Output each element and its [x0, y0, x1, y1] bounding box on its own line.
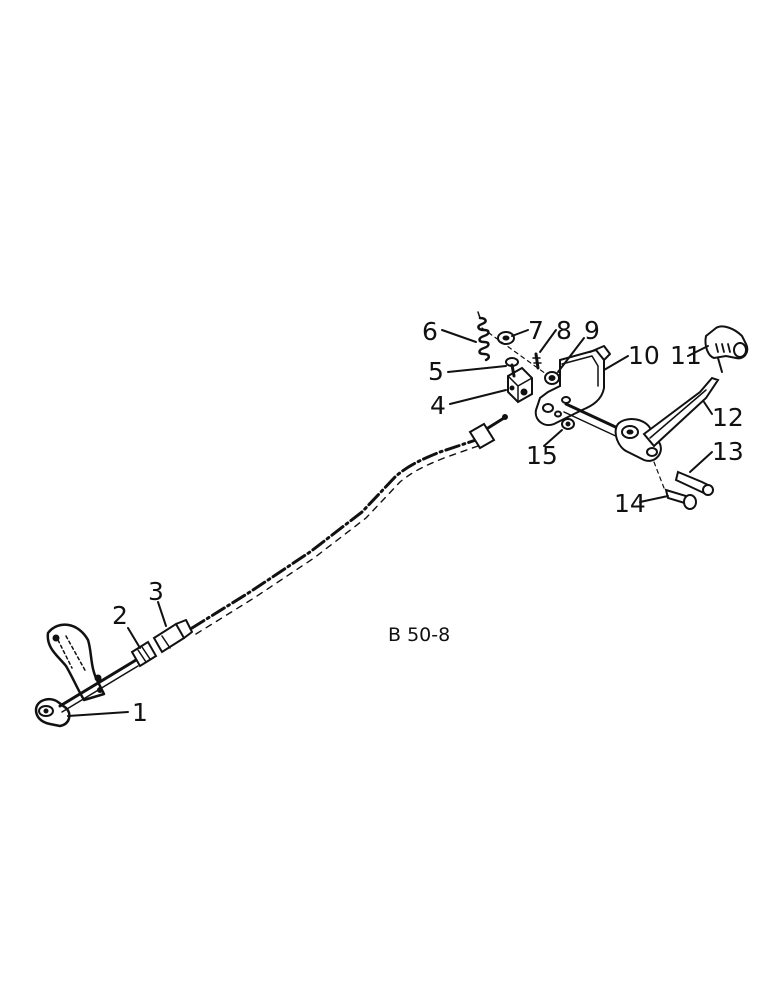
leader-11	[687, 345, 709, 357]
callout-12: 12	[712, 403, 744, 432]
callout-11: 11	[670, 341, 702, 370]
part-9-nut	[544, 371, 560, 385]
leader-10	[603, 355, 629, 371]
leader-12	[703, 401, 713, 415]
part-12-pedal-arm	[614, 376, 720, 462]
part-11-pedal-pad	[704, 325, 749, 373]
part-4-clamp-block	[507, 366, 533, 404]
leader-13	[689, 451, 713, 473]
drawing-code: B 50-8	[388, 624, 450, 646]
upper-cable-ferrule	[468, 414, 508, 450]
callout-7: 7	[528, 316, 544, 345]
leader-lines	[67, 329, 713, 717]
part-2-ferrule	[130, 640, 158, 668]
callout-6: 6	[422, 317, 438, 346]
leader-14	[639, 495, 669, 503]
part-8-pin	[532, 352, 542, 370]
leader-2	[127, 627, 141, 649]
callout-9: 9	[584, 316, 600, 345]
leader-3	[157, 601, 167, 627]
lower-bracket	[46, 623, 106, 702]
callout-14: 14	[614, 489, 646, 518]
callout-2: 2	[112, 601, 128, 630]
part-15-nut	[561, 418, 575, 430]
leader-1	[67, 711, 129, 717]
callout-labels: 1 2 3 4 5 6 7 8 9 10 11 12 13 14 15	[112, 316, 744, 727]
leader-4	[449, 389, 507, 405]
leader-7	[511, 329, 529, 337]
leader-9	[557, 337, 585, 373]
leader-15	[543, 429, 563, 447]
callout-4: 4	[430, 391, 446, 420]
leader-8	[539, 329, 557, 353]
part-3-sleeve	[152, 619, 193, 654]
part-7-washer	[497, 331, 515, 345]
part-5-screw	[505, 357, 519, 378]
callout-15: 15	[526, 441, 558, 470]
callout-1: 1	[132, 698, 148, 727]
callout-13: 13	[712, 437, 744, 466]
leader-6	[441, 329, 477, 343]
callout-8: 8	[556, 316, 572, 345]
part-10-pedal-bracket	[534, 345, 611, 426]
leader-5	[447, 365, 507, 373]
callout-3: 3	[148, 577, 164, 606]
control-cable	[190, 438, 479, 635]
callout-5: 5	[428, 357, 444, 386]
part-1-clevis	[34, 698, 71, 728]
pedal-shaft	[563, 402, 624, 439]
part-6-spring	[477, 311, 490, 362]
cable-end-rod	[58, 658, 139, 713]
callout-10: 10	[628, 341, 660, 370]
part-13-clevis-pin	[674, 470, 714, 496]
